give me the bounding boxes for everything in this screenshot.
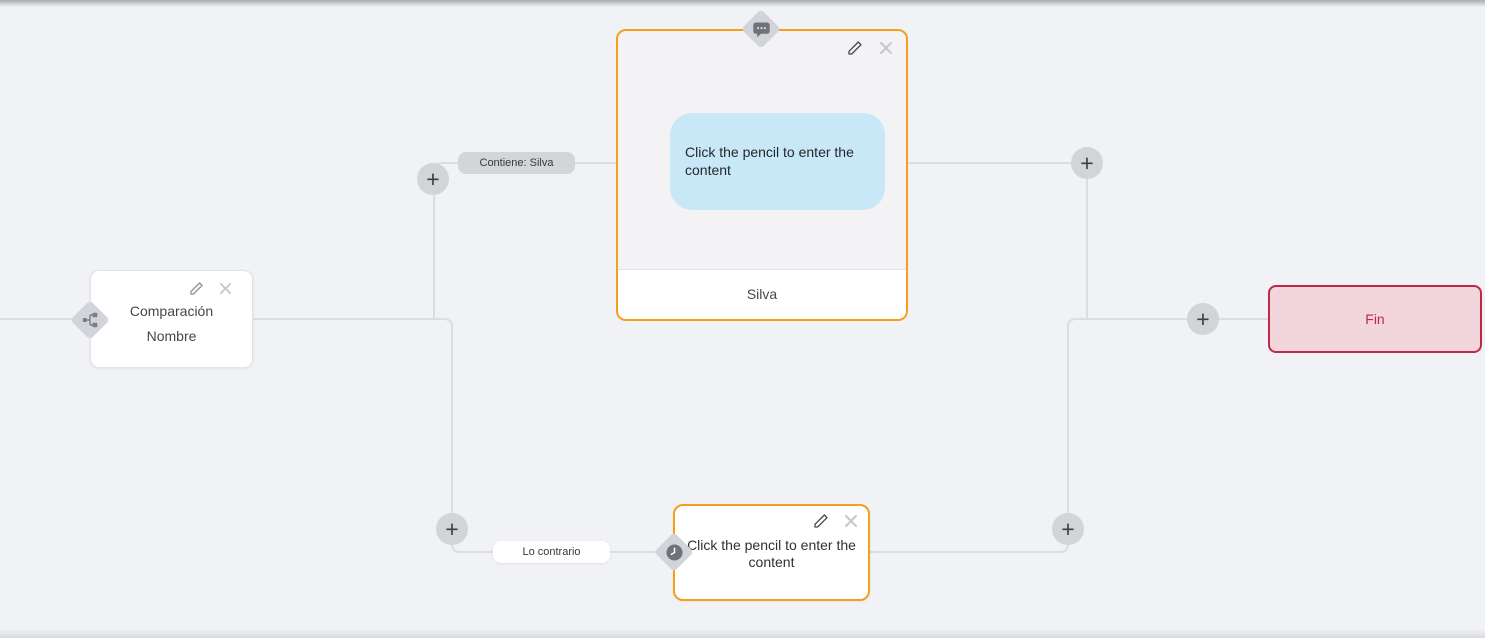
add-node-button-branch-false[interactable]: + [436,513,468,545]
edit-pencil-icon[interactable] [847,40,863,56]
edge-condition-true [433,162,617,319]
branch-label-true[interactable]: Contiene: Silva [458,152,575,174]
edge-message-out [906,162,1088,319]
condition-title-line2: Nombre [146,328,197,344]
end-node-label: Fin [1365,311,1385,327]
add-node-button-before-end[interactable]: + [1187,303,1219,335]
condition-title-line1: Comparación [129,303,214,319]
wait-content-placeholder: Click the pencil to enter the content [687,537,856,570]
close-icon[interactable] [219,282,232,295]
condition-node-card[interactable]: Comparación Nombre [90,270,253,368]
edge-condition-stem-false [253,318,658,553]
message-node-card[interactable]: Click the pencil to enter the content Si… [616,29,908,321]
add-node-button-after-message[interactable]: + [1071,147,1103,179]
speech-bubble-icon [747,15,775,43]
end-node-card[interactable]: Fin [1268,285,1482,353]
top-toolbar-shadow [0,0,1485,7]
message-node-badge [741,9,781,49]
condition-node-badge [70,300,110,340]
branch-label-false[interactable]: Lo contrario [493,541,610,563]
wait-node-badge [654,532,694,572]
edit-pencil-icon[interactable] [189,281,204,296]
add-node-button-after-wait[interactable]: + [1052,513,1084,545]
wait-node-card[interactable]: Click the pencil to enter the content [673,504,870,601]
message-content-bubble: Click the pencil to enter the content [670,113,885,210]
add-node-button-branch-true[interactable]: + [417,163,449,195]
message-footer-label: Silva [618,269,906,319]
close-icon[interactable] [879,41,893,55]
edge-wait-out-to-end [868,318,1269,553]
close-icon[interactable] [844,514,858,528]
bottom-edge-shadow [0,629,1485,638]
edit-pencil-icon[interactable] [813,513,829,529]
sitemap-branch-icon [76,306,104,334]
clock-icon [660,538,688,566]
